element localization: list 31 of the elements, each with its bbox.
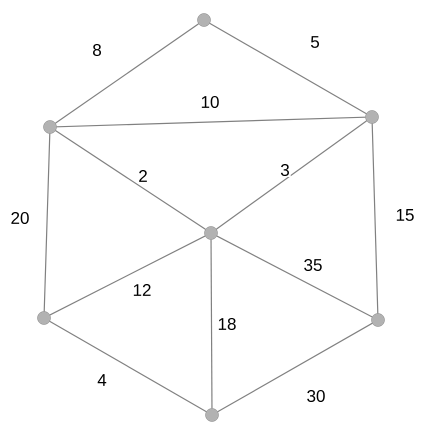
edge-label: 2: [137, 169, 149, 183]
edge-label: 10: [200, 94, 220, 110]
vertex-dot: [43, 120, 57, 134]
edge-line: [50, 236, 206, 316]
edge-line: [216, 236, 372, 318]
edge-label: 20: [10, 210, 30, 226]
edge-line: [50, 320, 206, 412]
edge-label: 12: [132, 283, 152, 297]
edge-label: 15: [394, 208, 416, 222]
edge-label: 3: [279, 162, 291, 178]
edge-line: [55, 130, 206, 230]
vertex-dot: [205, 408, 219, 422]
vertex-dot: [204, 226, 218, 240]
edge-line: [210, 240, 213, 408]
vertex-dot: [371, 313, 385, 327]
vertex-dot: [197, 13, 211, 27]
edge-label: 8: [91, 42, 103, 58]
edge-line: [56, 116, 366, 128]
edge-line: [216, 120, 367, 230]
edge-label: 18: [216, 316, 238, 331]
edge-label: 5: [309, 35, 321, 49]
edge-label: 30: [306, 388, 326, 403]
edge-line: [372, 124, 378, 314]
edge-label: 4: [96, 373, 108, 387]
edge-label: 35: [302, 258, 324, 272]
edge-line: [44, 134, 50, 312]
vertex-dot: [37, 311, 51, 325]
edge-line: [218, 322, 372, 412]
edge-line: [55, 23, 199, 124]
edge-line: [210, 22, 366, 114]
vertex-dot: [365, 110, 379, 124]
